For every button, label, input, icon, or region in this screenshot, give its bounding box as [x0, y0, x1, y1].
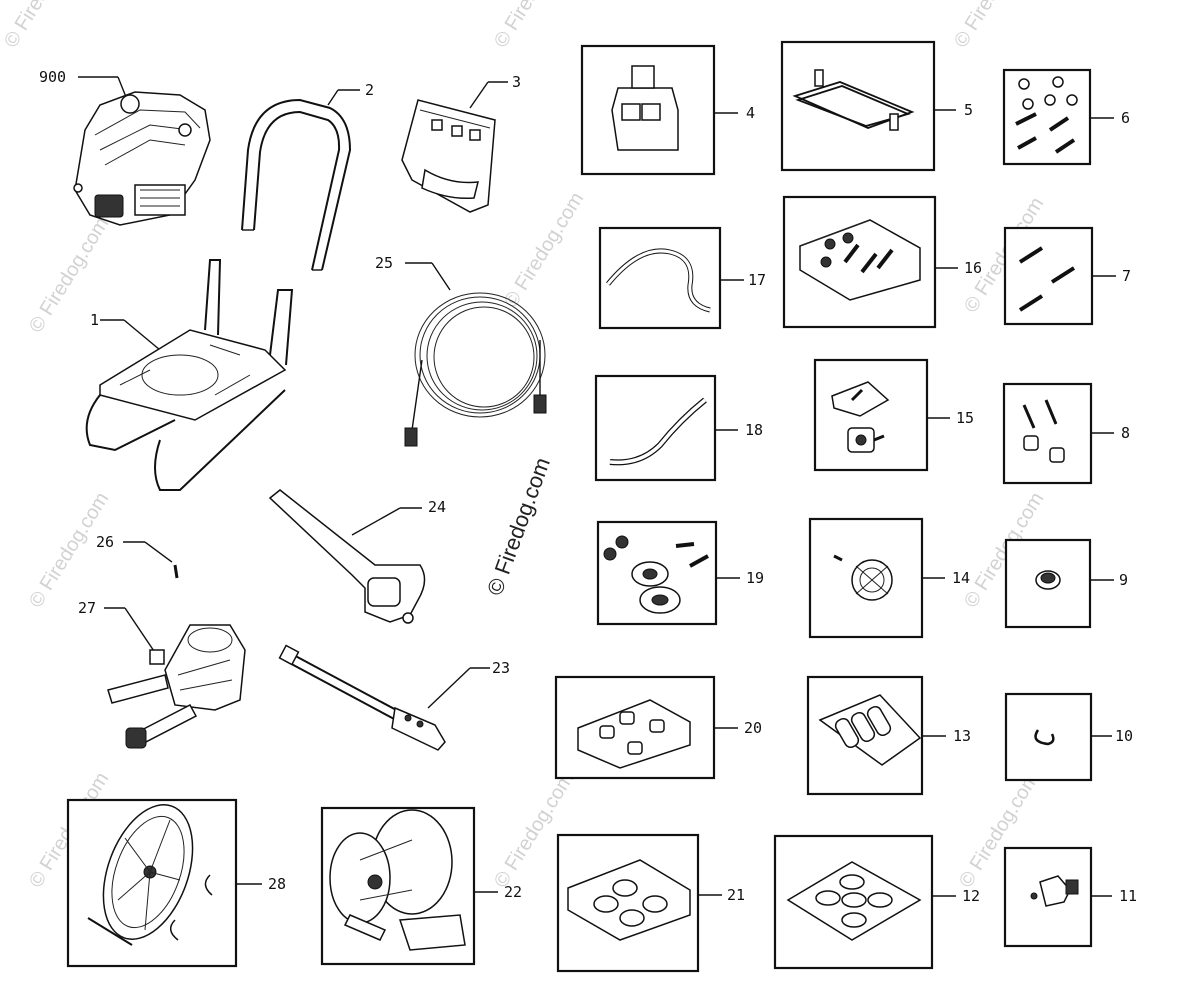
callout-20: 20	[744, 719, 763, 737]
engine-part-900	[73, 76, 211, 226]
hose-part-25	[404, 262, 547, 447]
callout-15: 15	[956, 409, 975, 427]
callout-19: 19	[746, 569, 765, 587]
fittings-bag-part-20	[554, 675, 738, 780]
bracket-part-5	[780, 40, 956, 172]
pump-part-27	[104, 607, 246, 749]
callout-26: 26	[96, 533, 115, 551]
caps-bag-part-21	[556, 833, 722, 973]
valve-kit-part-15	[813, 358, 950, 472]
callout-2: 2	[365, 81, 375, 99]
callout-18: 18	[745, 421, 764, 439]
clip-part-10	[1004, 692, 1112, 782]
callout-3: 3	[512, 73, 522, 91]
callout-23: 23	[492, 659, 511, 677]
callout-4: 4	[746, 104, 756, 122]
callout-14: 14	[952, 569, 971, 587]
panel-part-3	[401, 81, 508, 213]
plug-part-9	[1004, 538, 1114, 629]
callout-1: 1	[90, 311, 100, 329]
wheel-hardware-part-19	[596, 520, 740, 626]
callout-8: 8	[1121, 424, 1131, 442]
oil-bottle-part-4	[580, 44, 738, 176]
callout-25: 25	[375, 254, 394, 272]
callout-5: 5	[964, 101, 974, 119]
bolt-kit-part-7	[1003, 226, 1116, 326]
frame-part-1	[85, 259, 294, 491]
callout-27: 27	[78, 599, 97, 617]
filter-bag-part-13	[806, 675, 946, 796]
callout-22: 22	[504, 883, 523, 901]
knob-part-14	[808, 517, 945, 639]
wand-part-23	[278, 644, 490, 751]
callout-13: 13	[953, 727, 972, 745]
hose-part-18	[594, 374, 738, 482]
callout-17: 17	[748, 271, 767, 289]
callout-900: 900	[39, 68, 67, 86]
hardware-bag-part-16	[782, 195, 958, 329]
hose-reel-part-22	[320, 806, 498, 966]
callout-28: 28	[268, 875, 287, 893]
callout-16: 16	[964, 259, 983, 277]
callout-24: 24	[428, 498, 447, 516]
callout-21: 21	[727, 886, 746, 904]
callout-7: 7	[1122, 267, 1132, 285]
o-ring-kit-part-12	[773, 834, 956, 970]
callout-10: 10	[1115, 727, 1134, 745]
handle-part-2	[241, 89, 360, 271]
spray-gun-part-24	[268, 489, 426, 624]
callout-6: 6	[1121, 109, 1131, 127]
callout-12: 12	[962, 887, 981, 905]
hose-part-17	[598, 226, 744, 330]
callout-11: 11	[1119, 887, 1138, 905]
hardware-kit-part-6	[1002, 68, 1114, 166]
wheel-kit-part-28	[66, 798, 262, 968]
callout-9: 9	[1119, 571, 1129, 589]
pin-part-26	[123, 541, 179, 579]
knob-kit-part-8	[1002, 382, 1114, 485]
fitting-part-11	[1003, 846, 1112, 948]
